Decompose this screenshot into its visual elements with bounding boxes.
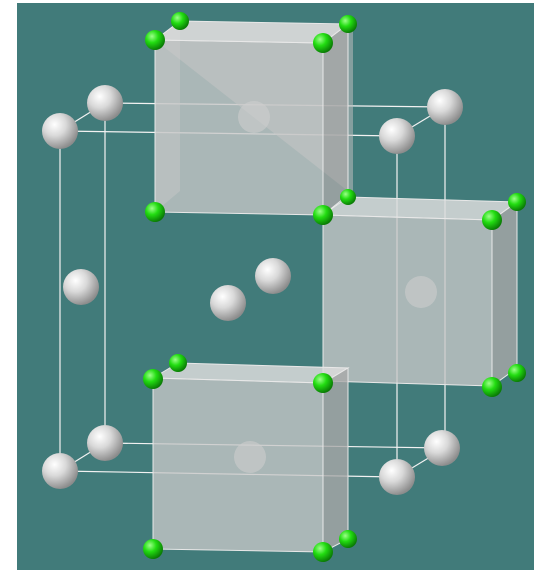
small-atom [145, 202, 165, 222]
small-atom [313, 205, 333, 225]
small-atom [313, 542, 333, 562]
small-atom [143, 539, 163, 559]
small-atom [339, 530, 357, 548]
large-atom [255, 258, 291, 294]
small-atom [169, 354, 187, 372]
large-atom [379, 118, 415, 154]
small-atom [482, 377, 502, 397]
large-atom [379, 459, 415, 495]
small-atom [145, 30, 165, 50]
large-atom [63, 269, 99, 305]
translucent-cube [153, 20, 353, 217]
small-atom [313, 373, 333, 393]
small-atom [339, 15, 357, 33]
large-atom [87, 425, 123, 461]
atom-inside-cube [405, 276, 437, 308]
small-atom [482, 210, 502, 230]
small-atoms [143, 12, 526, 562]
small-atom [508, 364, 526, 382]
atom-inside-cube [238, 101, 270, 133]
large-atom [424, 430, 460, 466]
small-atom [171, 12, 189, 30]
crystal-structure-scene [42, 12, 526, 562]
large-atom [42, 113, 78, 149]
structure-viewport[interactable] [17, 3, 534, 570]
atom-inside-cube [234, 441, 266, 473]
small-atom [143, 369, 163, 389]
large-atom [427, 89, 463, 125]
small-atom [313, 33, 333, 53]
large-atom [210, 285, 246, 321]
large-atom [42, 453, 78, 489]
large-atom [87, 85, 123, 121]
small-atom [340, 189, 356, 205]
small-atom [508, 193, 526, 211]
large-atoms [42, 85, 463, 495]
